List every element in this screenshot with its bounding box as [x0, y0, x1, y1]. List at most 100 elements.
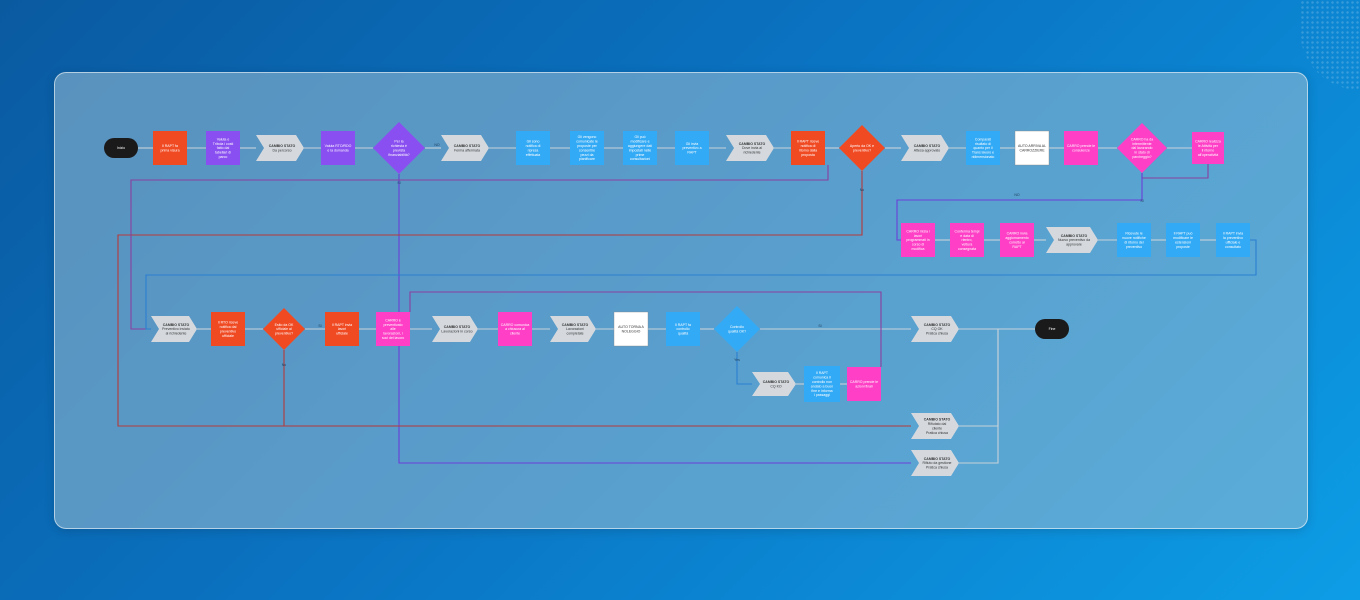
process-box: [211, 312, 245, 346]
status-chevron: [911, 450, 959, 476]
process-box: [1117, 223, 1151, 257]
decision-diamond: [373, 122, 425, 174]
process-box: [623, 131, 657, 165]
edge-label: No: [860, 188, 865, 192]
edge-label: NO: [434, 143, 440, 147]
process-box: [950, 223, 984, 257]
decision-diamond: [839, 125, 885, 171]
connector-edge: [736, 352, 752, 385]
process-box: [847, 367, 881, 401]
connector-edge: [896, 173, 1143, 241]
status-chevron: [550, 316, 596, 342]
status-chevron: [901, 135, 949, 161]
process-box: [1166, 223, 1200, 257]
status-chevron: [911, 413, 959, 439]
node-inizio[interactable]: Inizio: [104, 138, 138, 158]
connector-edge: [959, 329, 999, 464]
edge-label: No: [282, 363, 287, 367]
process-box: [675, 131, 709, 165]
connector-edge: [145, 239, 1257, 330]
process-box: [153, 131, 187, 165]
process-box: [498, 312, 532, 346]
process-box: [516, 131, 550, 165]
edge-label: Yes: [734, 358, 740, 362]
connector-edge: [959, 329, 999, 427]
connector-edge: [130, 165, 829, 330]
connector-edge: [409, 291, 882, 367]
process-box: [966, 131, 1000, 165]
status-chevron: [441, 135, 489, 161]
edge-label: SI: [318, 324, 321, 328]
process-box: [1192, 132, 1224, 164]
decision-diamond: [263, 308, 305, 350]
process-box: [1014, 130, 1050, 166]
process-box: [570, 131, 604, 165]
node-fine[interactable]: Fine: [1035, 319, 1069, 339]
